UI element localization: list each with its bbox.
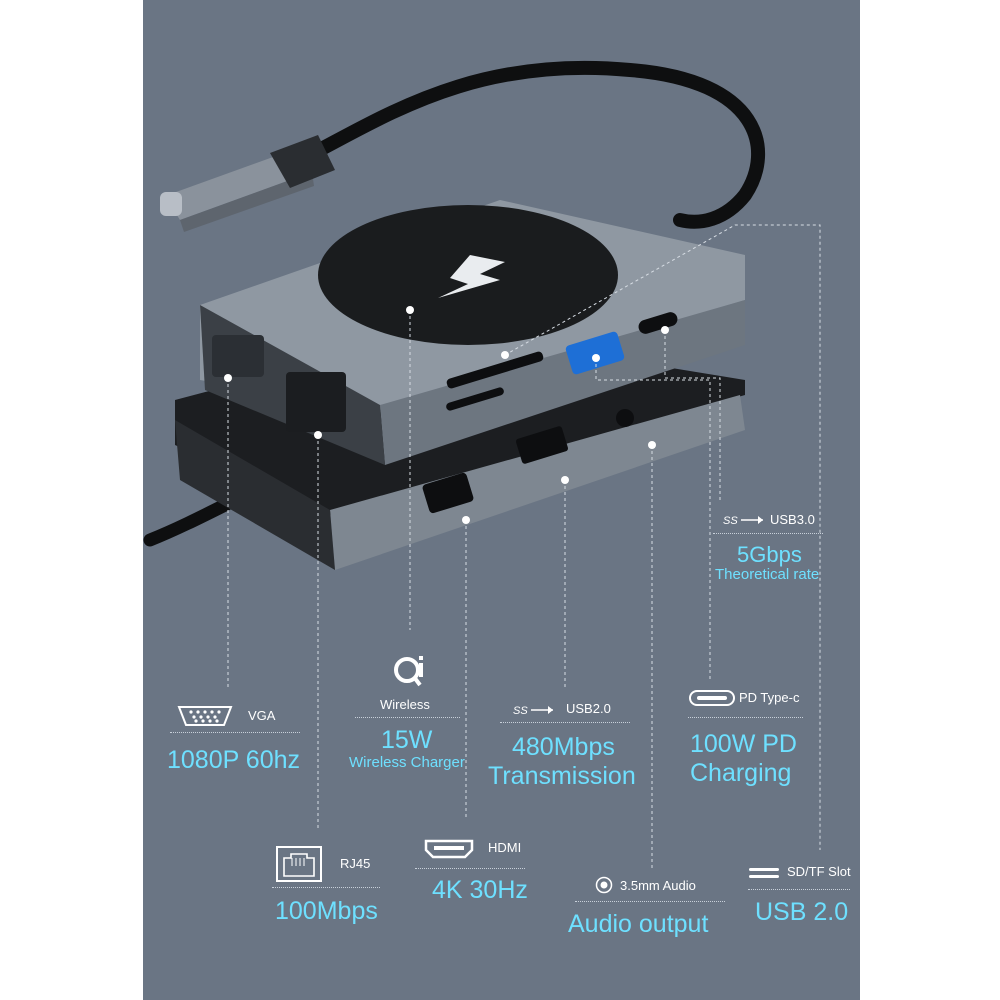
vga-divider [170,732,300,733]
usb2-divider [500,722,630,723]
svg-text:SS: SS [513,705,528,717]
superspeed-usb-icon: SS [723,515,763,527]
audio-jack-icon [595,876,613,894]
pd-charging: Charging [690,759,792,787]
pd-label: PD Type-c [739,690,800,705]
usb3-note: Theoretical rate [715,566,820,583]
sd-label: SD/TF Slot [787,864,851,879]
ethernet-port-icon [276,846,322,882]
leader-lines [227,224,821,870]
wireless-divider [355,717,460,718]
device-illustration [143,60,821,870]
hdmi-label: HDMI [488,840,522,855]
sd-divider [748,889,850,890]
usb2-transmission: Transmission [488,762,636,790]
upper-hub-body [200,200,745,465]
audio-label: 3.5mm Audio [620,878,696,893]
rj45-divider [272,887,380,888]
qi-icon [394,656,423,687]
wireless-label: Wireless [380,697,430,712]
usb2-label: USB2.0 [566,701,611,716]
usb3-divider [713,533,823,534]
rj45-label: RJ45 [340,856,371,871]
usb-c-plug [160,135,335,232]
hdmi-resolution: 4K 30Hz [432,876,528,904]
wireless-power: 15W [381,726,433,754]
sd-speed: USB 2.0 [755,898,849,926]
usb3-label: USB3.0 [770,512,815,527]
vga-port-icon [177,706,233,726]
pd-power: 100W PD [690,730,797,758]
audio-divider [575,901,725,902]
audio-output: Audio output [568,910,709,938]
usb-c-port-icon [689,690,735,706]
product-panel [143,0,860,1000]
usb3-speed: 5Gbps [737,542,802,567]
wireless-note: Wireless Charger [349,754,465,771]
hdmi-divider [415,868,525,869]
rj45-speed: 100Mbps [275,897,378,925]
hdmi-port-icon [424,839,474,859]
vga-resolution: 1080P 60hz [167,746,300,774]
superspeed-usb-icon: SS [513,705,553,717]
usb2-speed: 480Mbps [512,733,615,761]
svg-text:SS: SS [723,515,738,527]
card-slot-icon [749,868,779,878]
vga-label: VGA [248,708,276,723]
pd-divider [688,717,803,718]
